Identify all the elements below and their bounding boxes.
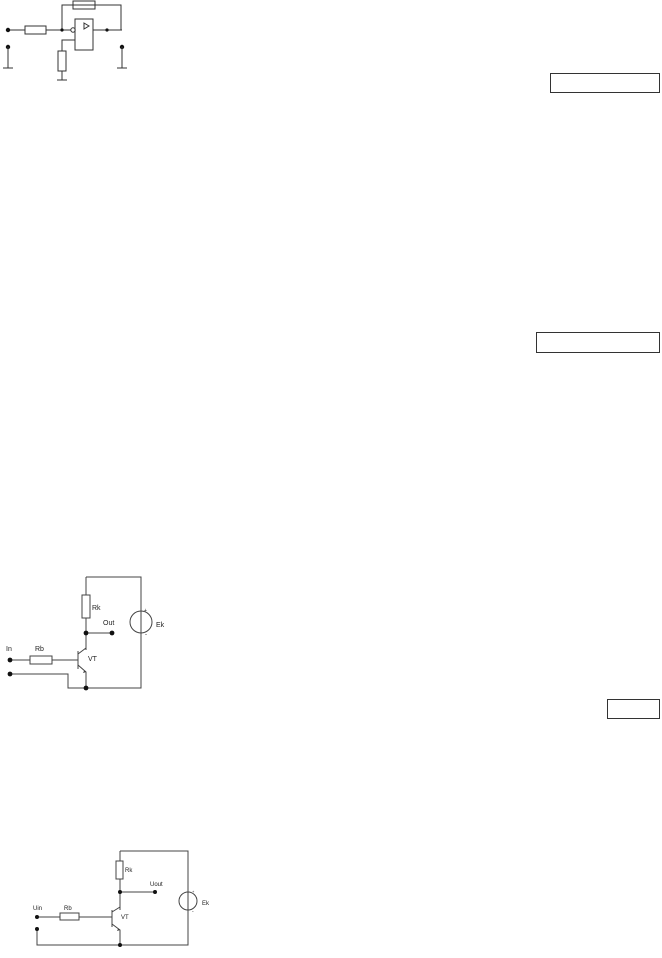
ek-label-2: Ek xyxy=(202,901,210,907)
uout-terminal xyxy=(153,890,157,894)
emitter-node xyxy=(83,685,89,691)
feedback-resistor xyxy=(72,0,96,10)
input-terminal xyxy=(5,27,11,33)
uout-label: Uout xyxy=(150,882,163,888)
opamp-body xyxy=(74,18,94,51)
common-wire-2 xyxy=(36,929,120,946)
collector-node xyxy=(83,630,89,636)
rk-label-2: Rk xyxy=(125,868,133,874)
transistor-circuit-large: + - Ek Rk Out VT In Rb xyxy=(6,576,165,691)
in-terminal xyxy=(7,657,13,663)
in-label: In xyxy=(6,646,12,653)
rb-resistor xyxy=(29,655,53,665)
vt-emitter-2 xyxy=(111,923,121,945)
rk-resistor xyxy=(81,594,91,619)
ek-label: Ek xyxy=(156,622,165,629)
out-label: Out xyxy=(103,620,114,627)
vt-emitter-arrow xyxy=(83,671,86,673)
rb-label: Rb xyxy=(35,646,44,653)
common-terminal xyxy=(7,671,13,677)
vt-emitter xyxy=(77,664,87,688)
opamp-circuit xyxy=(3,0,127,81)
emitter-node-2 xyxy=(118,943,122,947)
answer-box-3[interactable] xyxy=(607,699,660,719)
vt-emitter-arrow-2 xyxy=(117,929,120,931)
vt-label: VT xyxy=(88,656,98,663)
rb-label-2: Rb xyxy=(64,906,72,912)
common-wire xyxy=(10,673,86,689)
opamp-symbol xyxy=(83,22,90,30)
ek-minus-label-2: - xyxy=(192,909,194,915)
transistor-circuit-small: + - Ek Rk Uout VT Uin Rb xyxy=(33,850,210,947)
uin-terminal xyxy=(35,915,39,919)
uin-label: Uin xyxy=(33,906,42,912)
out-terminal xyxy=(109,630,115,636)
supply-loop-2 xyxy=(120,850,189,946)
ek-source-2 xyxy=(178,891,198,911)
input-resistor xyxy=(24,25,47,35)
vt-collector xyxy=(77,647,87,655)
vt-collector-2 xyxy=(111,906,121,913)
rb-resistor-2 xyxy=(59,912,80,921)
ground-resistor xyxy=(57,50,67,72)
ek-minus-label: - xyxy=(145,632,147,638)
ek-source xyxy=(129,610,153,634)
vt-label-2: VT xyxy=(121,915,129,921)
ek-plus-label-2: + xyxy=(192,889,195,894)
answer-box-2[interactable] xyxy=(536,332,660,353)
node-dot xyxy=(60,28,64,32)
rk-label: Rk xyxy=(92,605,101,612)
noninv-wire xyxy=(61,39,75,51)
answer-box-1[interactable] xyxy=(550,73,660,93)
collector-node-2 xyxy=(118,890,122,894)
common-terminal-2 xyxy=(35,927,39,931)
output-node-dot xyxy=(105,28,109,32)
feedback-wire xyxy=(61,4,122,30)
rk-resistor-2 xyxy=(115,860,124,880)
ek-plus-label: + xyxy=(144,608,147,614)
